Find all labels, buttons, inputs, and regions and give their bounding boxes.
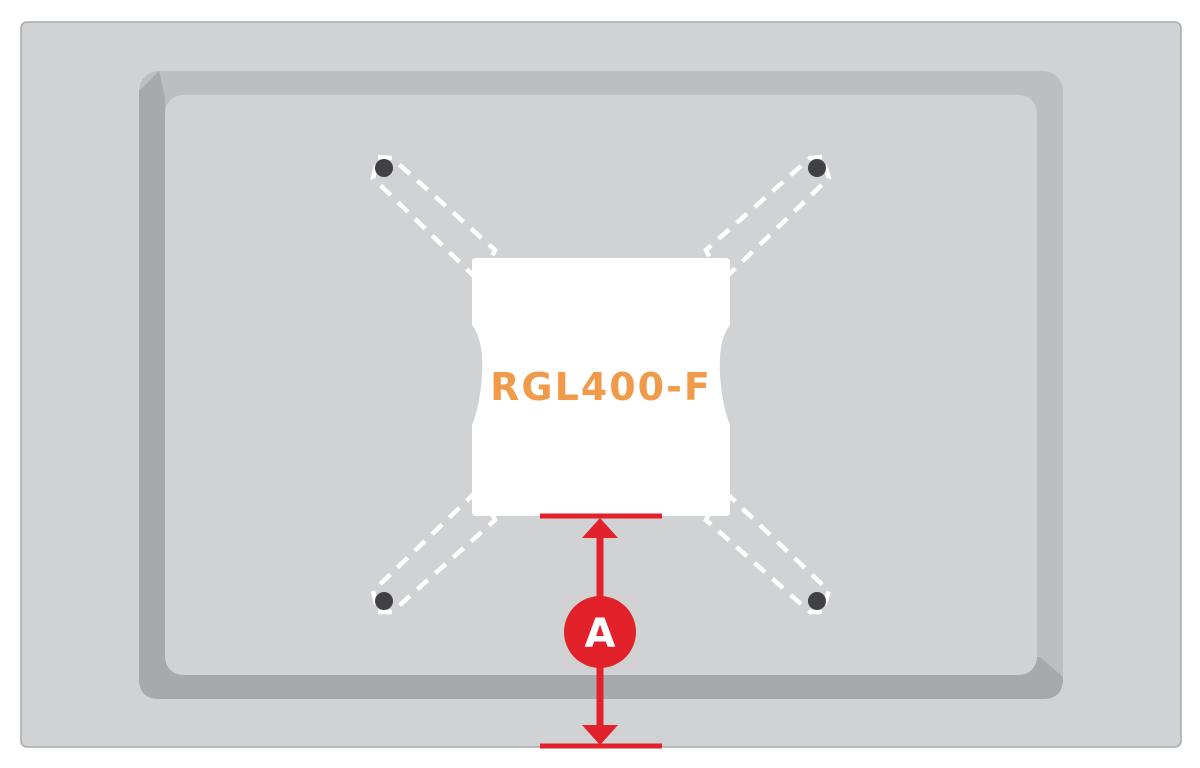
mount-hole-bottom-left xyxy=(375,592,393,610)
dimension-marker-circle xyxy=(564,596,636,668)
mount-holes xyxy=(375,159,826,610)
dimension-arrow-down xyxy=(582,725,618,745)
mount-hole-top-right xyxy=(808,159,826,177)
bracket-plate xyxy=(472,258,730,516)
mount-hole-top-left xyxy=(375,159,393,177)
mount-hole-bottom-right xyxy=(808,592,826,610)
dimension-arrow-up xyxy=(582,518,618,538)
dimension-indicator: A xyxy=(540,513,662,749)
dimension-marker-label: A xyxy=(585,611,616,657)
bracket-model-label: RGL400-F xyxy=(490,365,712,409)
